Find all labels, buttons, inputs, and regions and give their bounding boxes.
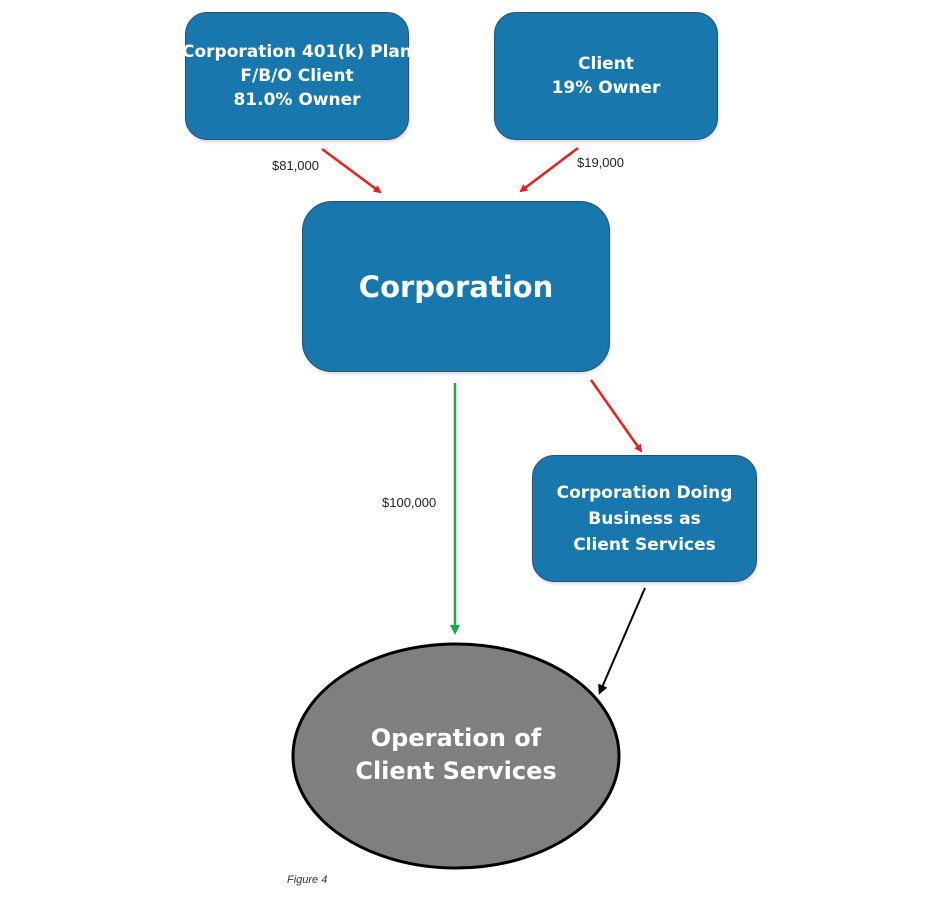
plan-owner-line-2: F/B/O Client xyxy=(240,66,354,86)
dba-line-1: Corporation Doing xyxy=(556,482,733,503)
dba-line-3: Client Services xyxy=(573,534,716,555)
operation-label: Operation of Client Services xyxy=(293,722,619,788)
flow-label-client-contribution: $19,000 xyxy=(577,155,624,170)
arrow-dba-to-operation xyxy=(598,587,646,695)
plan-owner-line-3: 81.0% Owner xyxy=(233,90,361,110)
corporation-box: Corporation xyxy=(302,201,610,372)
operation-line-1: Operation of xyxy=(370,724,542,752)
operation-line-2: Client Services xyxy=(355,757,557,785)
plan-owner-box: Corporation 401(k) Plan F/B/O Client 81.… xyxy=(182,12,413,140)
client-owner-line-2: 19% Owner xyxy=(551,78,661,98)
dba-box: Corporation Doing Business as Client Ser… xyxy=(532,455,757,582)
figure-caption: Figure 4 xyxy=(287,874,328,886)
arrow-plan-to-corporation xyxy=(321,147,382,194)
flow-label-plan-contribution: $81,000 xyxy=(272,158,319,173)
arrow-corporation-to-dba xyxy=(589,379,643,453)
plan-owner-line-1: Corporation 401(k) Plan xyxy=(182,42,413,62)
flow-label-operation-funding: $100,000 xyxy=(382,495,437,510)
client-owner-line-1: Client xyxy=(578,54,634,74)
dba-line-2: Business as xyxy=(588,508,701,529)
corporation-label: Corporation xyxy=(358,269,554,304)
arrow-client-to-corporation xyxy=(519,147,579,193)
client-owner-box: Client 19% Owner xyxy=(494,12,718,140)
operation-ellipse xyxy=(291,642,621,870)
